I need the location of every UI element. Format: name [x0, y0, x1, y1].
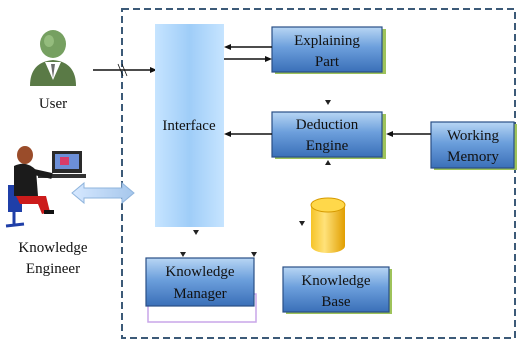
knowledge-manager-label-line1: Knowledge [165, 264, 234, 280]
engineer-interface-arrow [71, 181, 135, 205]
explaining-part-label-line2: Part [315, 54, 340, 70]
knowledge-manager-box [145, 257, 255, 307]
working-memory-label-line2: Memory [447, 149, 499, 165]
user-label: User [39, 96, 67, 112]
knowledge-engineer-label-line2: Engineer [26, 261, 80, 277]
knowledge-base-cylinder-icon [310, 197, 346, 253]
explaining-part-label-line1: Explaining [294, 33, 360, 49]
knowledge-engineer-label-line1: Knowledge [18, 240, 87, 256]
interface-box [155, 24, 224, 227]
deduction-engine-label-line1: Deduction [296, 117, 359, 133]
knowledge-engineer-icon [5, 146, 86, 228]
interface-label: Interface [162, 118, 216, 134]
working-memory-label-line1: Working [447, 128, 500, 144]
user-icon [30, 30, 76, 86]
knowledge-manager-label-line2: Manager [173, 286, 226, 302]
working-memory-box [430, 121, 515, 169]
deduction-engine-box [271, 111, 383, 158]
knowledge-base-label-line1: Knowledge [301, 273, 370, 289]
knowledge-base-label-line2: Base [321, 294, 351, 310]
deduction-engine-label-line2: Engine [306, 138, 349, 154]
knowledge-base-box [282, 266, 390, 313]
system-boundary [121, 8, 516, 339]
explaining-part-box [271, 26, 383, 73]
